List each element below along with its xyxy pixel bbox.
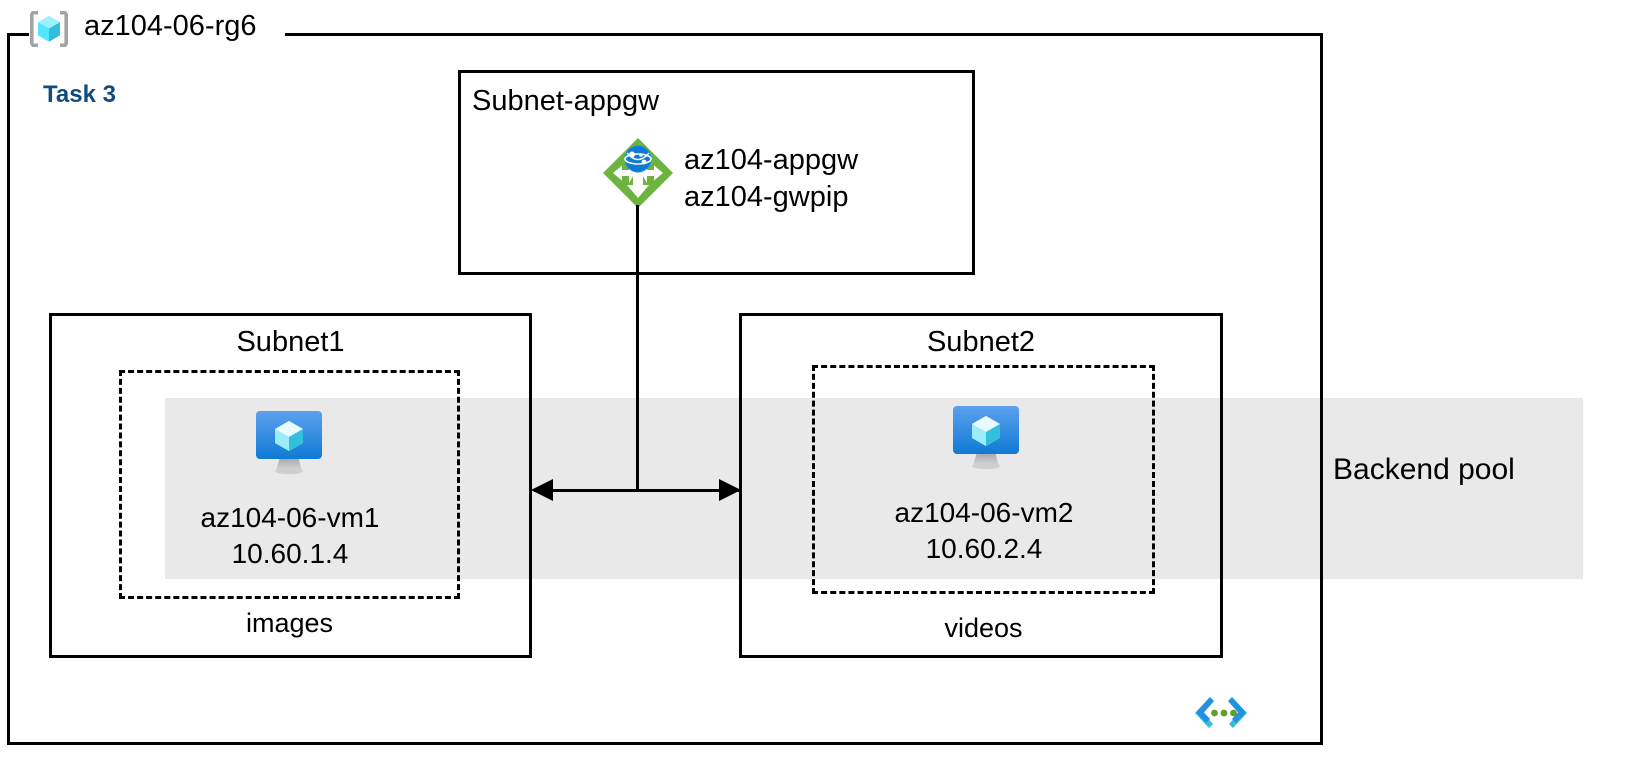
subnet2-vm-labels: az104-06-vm2 10.60.2.4 [843,495,1125,567]
application-gateway-icon [600,135,676,211]
resource-group-border-top-right [285,33,1323,36]
subnet1-box [49,313,532,658]
subnet2-vm-group-box [812,365,1155,594]
task-label: Task 3 [43,81,116,108]
vm1-ip-label: 10.60.1.4 [231,538,349,569]
resource-group-border-left [7,33,10,745]
subnet1-vm-group-box [119,370,460,599]
resource-group-border-top-left [7,33,29,36]
backend-pool-band [165,398,1583,579]
resource-group-border-bottom [7,742,1323,745]
connector-arrow-left [531,479,553,501]
subnet1-caption: images [245,608,334,638]
gwpip-name-label: az104-gwpip [684,181,849,213]
resource-group-cube-icon [26,6,72,52]
subnet2-caption: videos [944,613,1023,643]
appgw-to-subnets-connector [636,205,639,492]
subnet-appgw-box [458,70,975,275]
subnet1-title: Subnet1 [236,326,345,358]
arm-template-code-brackets-icon [1193,694,1249,732]
virtual-machine-icon [250,405,328,477]
backend-pool-label: Backend pool [1333,453,1515,486]
subnet2-title: Subnet2 [926,326,1036,358]
appgw-name-label: az104-appgw [684,144,859,176]
appgw-resource-labels: az104-appgw az104-gwpip [684,142,858,216]
subnet1-subnet2-connector [534,489,740,492]
resource-group-border-right [1320,33,1323,745]
connector-arrow-right [719,479,741,501]
vm2-ip-label: 10.60.2.4 [925,533,1043,564]
vm2-name-label: az104-06-vm2 [894,497,1074,528]
virtual-machine-icon [947,400,1025,472]
vm1-name-label: az104-06-vm1 [200,502,380,533]
subnet2-box [739,313,1223,658]
resource-group-title: az104-06-rg6 [84,10,257,42]
subnet1-vm-labels: az104-06-vm1 10.60.1.4 [149,500,431,572]
subnet-appgw-title: Subnet-appgw [472,85,660,117]
